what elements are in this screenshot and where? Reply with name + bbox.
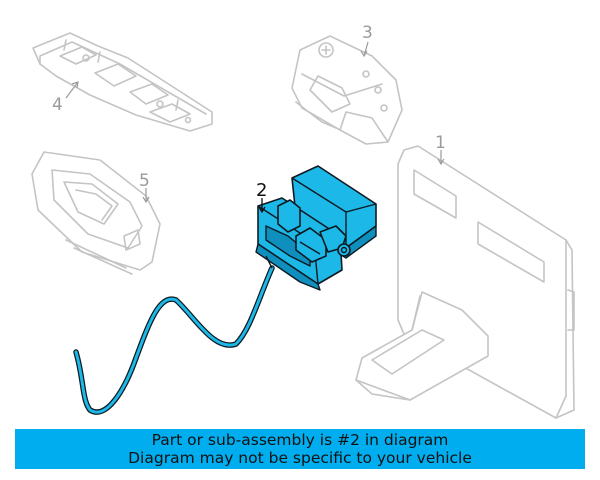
callout-2: 2 (256, 180, 267, 214)
part-4-bracket (32, 32, 213, 132)
callout-label-3: 3 (362, 23, 373, 43)
callout-label-4: 4 (52, 95, 63, 115)
info-banner: Part or sub-assembly is #2 in diagram Di… (15, 429, 585, 469)
part-2-switch-cable (73, 165, 377, 415)
part-5-handle-bezel (31, 151, 161, 275)
callout-1: 1 (435, 133, 446, 166)
callout-label-5: 5 (139, 171, 150, 191)
callout-label-2: 2 (256, 180, 267, 201)
callout-5: 5 (139, 171, 150, 204)
callout-label-1: 1 (435, 133, 446, 153)
banner-line-1: Part or sub-assembly is #2 in diagram (151, 431, 449, 449)
banner-line-2: Diagram may not be specific to your vehi… (128, 449, 472, 467)
callout-4: 4 (52, 81, 79, 115)
part-1-tailgate (355, 145, 575, 419)
callout-3: 3 (360, 23, 373, 58)
part-3-latch (291, 35, 403, 145)
